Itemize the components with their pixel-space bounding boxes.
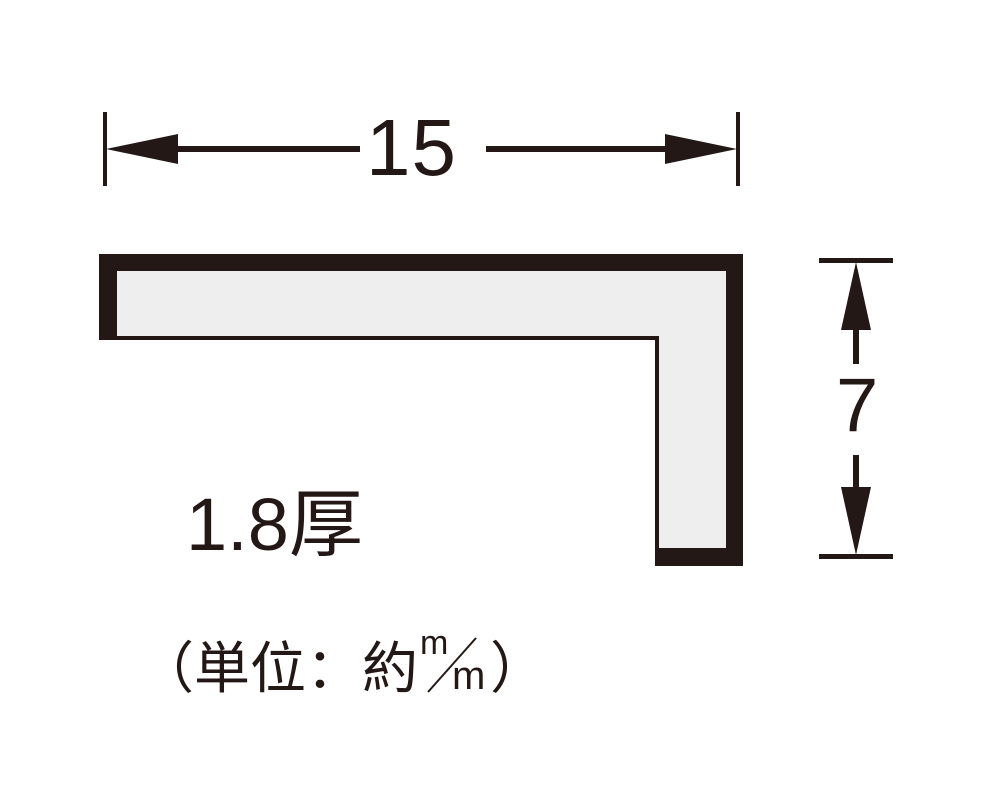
unit-bottom: m: [452, 654, 486, 698]
height-dimension-line-bottom: [853, 455, 859, 495]
unit-note-open-paren: （: [138, 637, 194, 700]
height-dimension: [819, 258, 893, 559]
width-extension-line-right: [736, 112, 740, 186]
unit-note-close-paren: ）: [490, 637, 546, 700]
height-extension-line-bottom: [819, 554, 893, 559]
arrow-down-icon: [841, 487, 871, 555]
height-dimension-label: 7: [836, 363, 879, 448]
arrow-left-icon: [106, 134, 178, 164]
height-extension-line-top: [819, 258, 893, 263]
width-dimension: [103, 112, 740, 186]
fraction-slash-icon: [427, 637, 477, 693]
unit-note: （単位：約 m m ）: [138, 626, 546, 700]
l-profile-shape: [99, 254, 743, 566]
width-dimension-line-left: [160, 146, 360, 152]
height-dimension-line-top: [853, 320, 859, 364]
thickness-label: 1.8厚: [186, 483, 363, 566]
arrow-up-icon: [841, 262, 871, 330]
width-dimension-label: 15: [366, 103, 457, 192]
unit-note-prefix: 単位：約: [194, 637, 418, 700]
profile-fill: [117, 271, 726, 548]
arrow-right-icon: [665, 134, 737, 164]
width-dimension-line-right: [486, 146, 686, 152]
unit-top: m: [420, 624, 449, 662]
millimeter-symbol: m m: [418, 626, 490, 698]
width-extension-line-left: [103, 112, 107, 186]
